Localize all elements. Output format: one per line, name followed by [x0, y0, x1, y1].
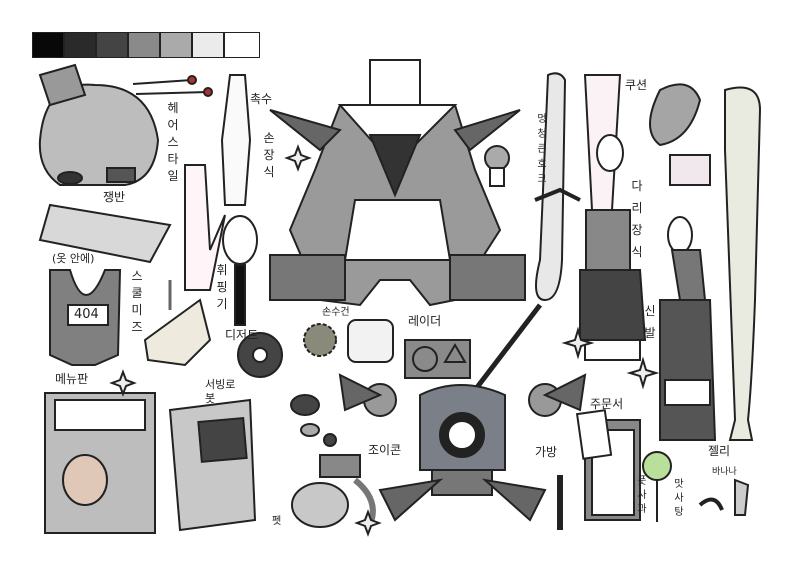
label-leg-accessory: 다리장식 [631, 179, 643, 259]
label-dessert: 디저트 [225, 328, 259, 342]
joystick [319, 454, 361, 478]
matches [132, 75, 213, 97]
palette-swatch [64, 32, 96, 58]
sparkle [626, 356, 660, 390]
label-banana: 바나나 [712, 467, 737, 477]
label-joycon: 조이콘 [368, 443, 402, 457]
label-radar: 레이더 [408, 314, 442, 328]
long-glove [184, 164, 226, 291]
label-dumb-hawk: 멍청큰호크 [537, 114, 547, 185]
maid-outfit [269, 59, 526, 307]
label-whisk: 휘핑기 [216, 263, 228, 311]
swimsuit-tag-box [67, 304, 109, 326]
palette-swatch [32, 32, 64, 58]
label-tray: 쟁반 [103, 190, 126, 204]
palette-swatch [224, 32, 260, 58]
flower-donut [303, 323, 337, 357]
label-order-sheet: 주문서 [590, 397, 624, 411]
backpack-robot [338, 373, 587, 522]
label-green-apple: 풋사과 [637, 476, 647, 515]
chibi-hawk [484, 145, 510, 187]
swimsuit-tag: 404 [74, 307, 99, 322]
baseball-bat [724, 86, 762, 441]
glove [220, 74, 252, 206]
label-hairstyle: 헤어스타일 [167, 101, 179, 183]
candy-small [300, 423, 320, 437]
handkerchief [347, 319, 394, 363]
label-pet: 펫 [272, 516, 282, 527]
label-serving-robot: 서빙로봇 [205, 378, 236, 405]
palette-swatch [128, 32, 160, 58]
banana-jelly [734, 478, 750, 516]
sparkle [561, 326, 595, 360]
pet [291, 477, 376, 528]
leg-accessory-2 [659, 154, 717, 441]
label-bag: 가방 [535, 445, 558, 459]
label-menu-board: 메뉴판 [55, 372, 89, 386]
label-jelly: 젤리 [708, 444, 731, 458]
sword [473, 303, 542, 392]
label-hand-accessory: 손장식 [263, 131, 275, 179]
cake [143, 298, 212, 367]
candy [290, 394, 320, 416]
palette-swatch [96, 32, 128, 58]
bow [534, 187, 581, 202]
character-head [38, 63, 160, 186]
palette-swatch [192, 32, 224, 58]
sparkle [284, 144, 312, 172]
jelly [698, 497, 724, 511]
label-tentacle: 촉수 [250, 92, 273, 106]
whisk [222, 215, 258, 326]
label-cushion: 쿠션 [625, 78, 648, 92]
cushion [649, 83, 702, 147]
tray [38, 203, 172, 264]
sparkle [109, 369, 137, 397]
palette-swatch [160, 32, 192, 58]
leg-accessory [579, 74, 647, 361]
label-school-swimsuit: 스쿨미즈 [131, 269, 143, 334]
label-lollipop: 맛사탕 [674, 479, 684, 518]
label-shoes: 신발 [644, 304, 656, 340]
label-inside-clothes: (옷 안에) [52, 252, 95, 265]
label-handkerchief: 손수건 [322, 307, 350, 318]
fork [535, 72, 567, 302]
sparkle [354, 509, 382, 537]
